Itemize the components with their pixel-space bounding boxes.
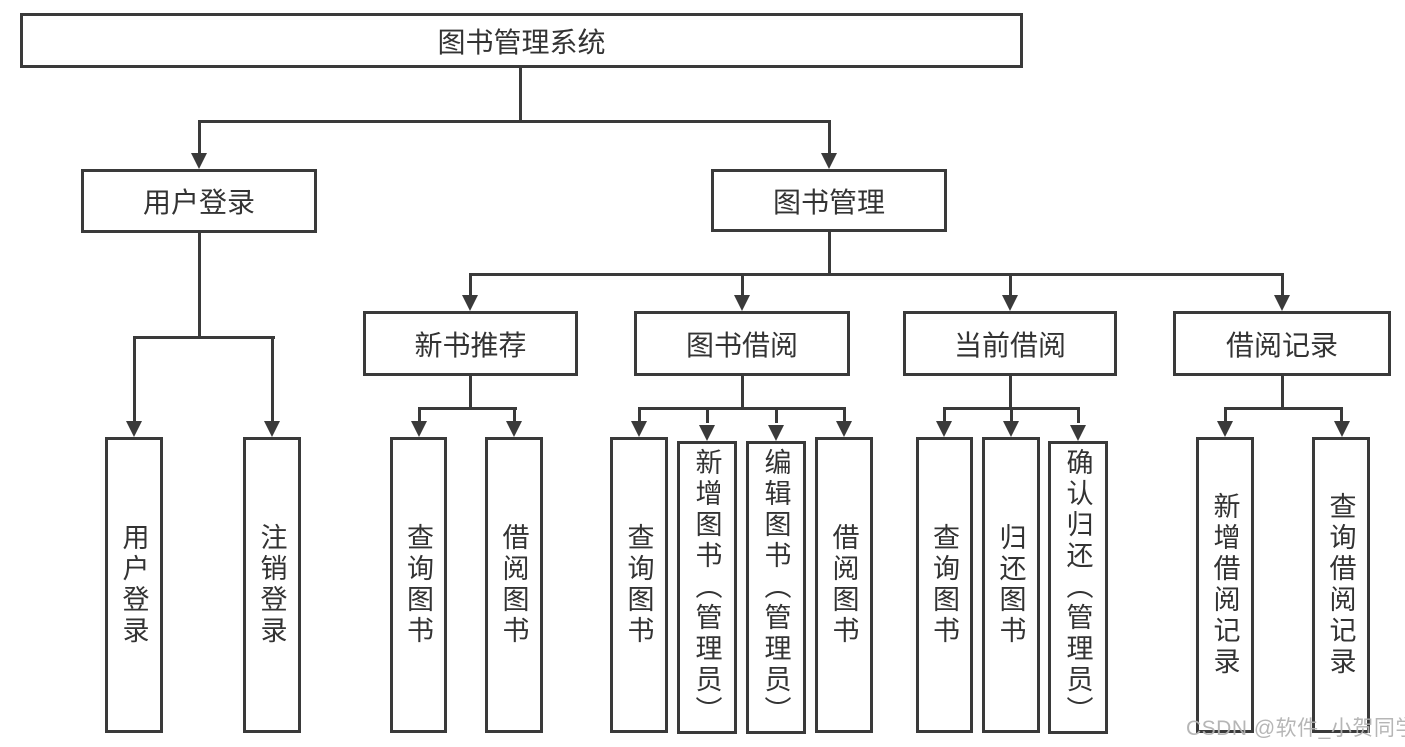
node-bb-edit-books-admin-label: 编辑图书（管理员） — [760, 448, 791, 727]
arrow-down-icon — [411, 421, 427, 437]
node-br-query-record: 查询借阅记录 — [1312, 437, 1370, 733]
connector-line — [775, 407, 778, 423]
node-bb-edit-books-admin: 编辑图书（管理员） — [746, 441, 806, 734]
arrow-down-icon — [1217, 421, 1233, 437]
connector-line — [1009, 376, 1012, 410]
connector-line — [198, 120, 201, 154]
node-current-borrowing-label: 当前借阅 — [953, 329, 1066, 361]
node-br-query-record-label: 查询借阅记录 — [1325, 492, 1356, 678]
node-root: 图书管理系统 — [20, 13, 1023, 68]
connector-line — [271, 336, 274, 423]
node-user-login: 用户登录 — [81, 169, 317, 233]
connector-line — [519, 68, 522, 121]
node-nbr-borrow-books-label: 借阅图书 — [498, 523, 529, 647]
connector-line — [638, 407, 641, 423]
node-nbr-query-books-label: 查询图书 — [403, 523, 433, 647]
arrow-down-icon — [1002, 295, 1018, 311]
node-bb-query-books-label: 查询图书 — [623, 523, 654, 647]
arrow-down-icon — [264, 421, 280, 437]
node-cb-return-books: 归还图书 — [982, 437, 1040, 733]
csdn-watermark: CSDN @软件_小贺同学 — [1186, 717, 1405, 740]
node-bb-borrow-books: 借阅图书 — [815, 437, 873, 733]
connector-line — [828, 232, 831, 276]
connector-line — [706, 407, 709, 423]
arrow-down-icon — [506, 421, 522, 437]
arrow-down-icon — [1070, 425, 1086, 441]
connector-line — [843, 407, 846, 423]
node-book-management-label: 图书管理 — [772, 186, 885, 218]
connector-line — [469, 376, 472, 410]
arrow-down-icon — [191, 153, 207, 169]
connector-line — [1077, 407, 1080, 423]
connector-line — [133, 336, 136, 423]
arrow-down-icon — [734, 295, 750, 311]
node-cb-query-books-label: 查询图书 — [929, 523, 959, 647]
connector-line — [741, 273, 744, 298]
connector-line — [469, 273, 472, 298]
connector-line — [828, 120, 831, 154]
node-login: 用户登录 — [105, 437, 163, 733]
connector-line — [418, 407, 421, 423]
node-cb-confirm-return-admin-label: 确认归还（管理员） — [1062, 448, 1093, 727]
arrow-down-icon — [768, 425, 784, 441]
node-root-label: 图书管理系统 — [437, 26, 606, 58]
connector-line — [198, 233, 201, 339]
node-logout-label: 注销登录 — [256, 523, 287, 647]
arrow-down-icon — [936, 421, 952, 437]
node-current-borrowing: 当前借阅 — [903, 311, 1117, 376]
node-borrowing-records: 借阅记录 — [1173, 311, 1391, 376]
node-br-add-record-label: 新增借阅记录 — [1209, 492, 1240, 678]
node-nbr-query-books: 查询图书 — [390, 437, 447, 733]
arrow-down-icon — [631, 421, 647, 437]
connector-line — [1224, 407, 1227, 423]
node-book-borrowing: 图书借阅 — [634, 311, 850, 376]
node-br-add-record: 新增借阅记录 — [1196, 437, 1254, 733]
node-bb-borrow-books-label: 借阅图书 — [828, 523, 859, 647]
node-cb-return-books-label: 归还图书 — [995, 523, 1026, 647]
node-cb-query-books: 查询图书 — [916, 437, 973, 733]
node-book-borrowing-label: 图书借阅 — [685, 329, 798, 361]
node-logout: 注销登录 — [243, 437, 301, 733]
connector-line — [513, 407, 516, 423]
node-bb-add-books-admin-label: 新增图书（管理员） — [691, 448, 722, 727]
connector-line — [133, 336, 275, 339]
arrow-down-icon — [1334, 421, 1350, 437]
arrow-down-icon — [836, 421, 852, 437]
connector-line — [638, 407, 846, 410]
node-book-management: 图书管理 — [711, 169, 947, 232]
node-nbr-borrow-books: 借阅图书 — [485, 437, 543, 733]
node-new-book-recommend: 新书推荐 — [363, 311, 578, 376]
connector-line — [1010, 407, 1013, 423]
connector-line — [1224, 407, 1343, 410]
node-bb-query-books: 查询图书 — [610, 437, 668, 733]
node-bb-add-books-admin: 新增图书（管理员） — [677, 441, 737, 734]
node-user-login-label: 用户登录 — [142, 187, 255, 218]
connector-line — [943, 407, 946, 423]
arrow-down-icon — [126, 421, 142, 437]
connector-line — [741, 376, 744, 410]
connector-line — [198, 120, 831, 123]
node-login-label: 用户登录 — [118, 523, 149, 647]
arrow-down-icon — [462, 295, 478, 311]
arrow-down-icon — [1274, 295, 1290, 311]
node-borrowing-records-label: 借阅记录 — [1225, 329, 1338, 361]
arrow-down-icon — [1003, 421, 1019, 437]
connector-line — [1281, 273, 1284, 298]
node-cb-confirm-return-admin: 确认归还（管理员） — [1048, 441, 1108, 734]
arrow-down-icon — [821, 153, 837, 169]
node-new-book-recommend-label: 新书推荐 — [414, 329, 527, 361]
connector-line — [1340, 407, 1343, 423]
connector-line — [469, 273, 1284, 276]
connector-line — [1281, 376, 1284, 410]
connector-line — [418, 407, 517, 410]
arrow-down-icon — [699, 425, 715, 441]
connector-line — [1009, 273, 1012, 298]
